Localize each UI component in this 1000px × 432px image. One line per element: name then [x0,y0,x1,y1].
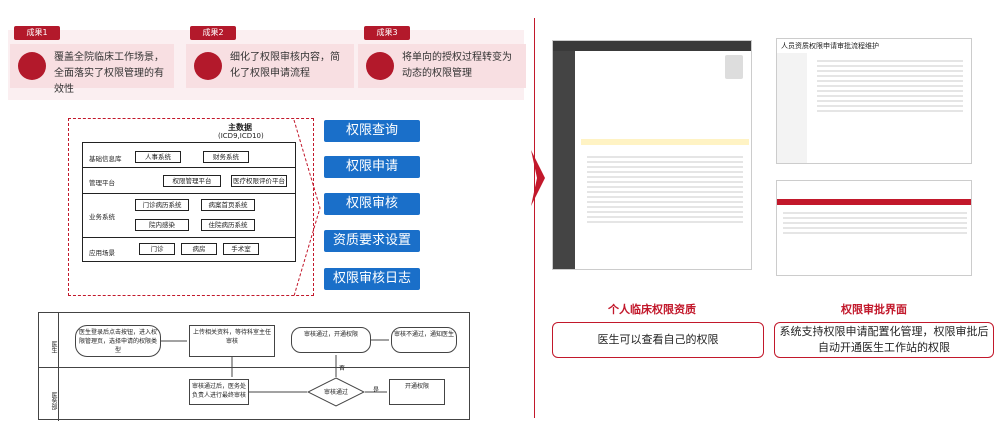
result1-text: 覆盖全院临床工作场景，全面落实了权限管理的有效性 [54,52,164,95]
result2-card: 细化了权限审核内容，简化了权限申请流程 [186,44,354,88]
row-label-platform: 管理平台 [89,179,115,187]
lane-label-2: 医务部 [39,367,59,421]
row-label-business: 业务系统 [89,213,115,221]
row-label-scene: 应用场景 [89,249,115,257]
result1-badge: 成果1 [14,26,60,40]
flow-upload: 上传相关资料，等待科室主任审核 [189,325,275,357]
checklist-icon [194,52,222,80]
btn-permission-review[interactable]: 权限审核 [324,193,420,215]
flow-final-review: 审核通过后，医务处负责人进行最终审核 [189,379,249,405]
result2-badge: 成果2 [190,26,236,40]
architecture-diagram: 基础信息库 人事系统 财务系统 管理平台 权限管理平台 医疗权限评价平台 业务系… [82,142,296,262]
screenshot-personal-permission [552,40,752,270]
result3-card: 将单向的授权过程转变为动态的权限管理 [358,44,526,88]
flow-arrows [161,339,389,393]
result3-badge: 成果3 [364,26,410,40]
divider [83,237,295,238]
flow-open: 审核通过，开通权限 [291,327,371,353]
box-evaluation-platform: 医疗权限评价平台 [231,175,287,187]
divider [83,193,295,194]
doctor-photo [725,55,743,79]
vertical-divider [534,18,535,418]
caption-approval: 权限审批界面 [841,303,907,316]
decision-label: 审核通过 [323,389,348,396]
screenshot-workflow: 人员资质权限申请审批流程维护 [776,38,972,164]
note-approval: 系统支持权限申请配置化管理，权限审批后自动开通医生工作站的权限 [774,322,994,358]
result1-card: 覆盖全院临床工作场景，全面落实了权限管理的有效性 [10,44,174,95]
result3-text: 将单向的授权过程转变为动态的权限管理 [402,52,512,79]
decision-diamond [307,377,365,407]
results-row: 成果1 覆盖全院临床工作场景，全面落实了权限管理的有效性 成果2 细化了权限审核… [8,26,528,100]
btn-permission-apply[interactable]: 权限申请 [324,156,420,178]
chevron-right-icon [531,150,545,206]
btn-review-log[interactable]: 权限审核日志 [324,268,420,290]
flow-diagram: 医生 医务部 医生登录后点击按钮，进入权限管理页，选择申请的权限类型 上传相关资… [38,312,470,421]
row-label-base: 基础信息库 [89,155,122,163]
no-label: 否 [339,365,346,372]
yes-label: 是 [373,387,380,394]
screenshot-approval [776,180,972,276]
box-inpatient-emr: 住院病历系统 [201,219,255,231]
box-or: 手术室 [223,243,259,255]
box-ward: 病房 [181,243,217,255]
main-data-title: 主数据 [228,123,252,132]
pen-icon [18,52,46,80]
divider [83,167,295,168]
main-data-sub: (ICD9,ICD10) [218,132,264,140]
btn-permission-query[interactable]: 权限查询 [324,120,420,142]
flow-notify: 审核不通过，通知医生 [391,327,457,353]
bracket-lines [293,119,321,297]
workflow-title: 人员资质权限申请审批流程维护 [781,42,879,50]
note-personal-permission: 医生可以查看自己的权限 [552,322,764,358]
box-finance-system: 财务系统 [203,151,249,163]
box-clinic: 门诊 [139,243,175,255]
caption-personal-permission: 个人临床权限资质 [608,303,696,316]
flow-start: 医生登录后点击按钮，进入权限管理页，选择申请的权限类型 [75,325,161,357]
architecture-frame [68,118,314,296]
result2-text: 细化了权限审核内容，简化了权限申请流程 [230,52,340,79]
box-case-homepage: 病案首页系统 [201,199,255,211]
lane-divider [39,367,469,368]
lane-label-1: 医生 [39,313,59,367]
box-infection: 院内感染 [135,219,189,231]
box-permission-platform: 权限管理平台 [163,175,221,187]
link-icon [366,52,394,80]
btn-qualification-setting[interactable]: 资质要求设置 [324,230,420,252]
flow-grant: 开通权限 [389,379,445,405]
box-outpatient-emr: 门诊病历系统 [135,199,189,211]
box-hr-system: 人事系统 [135,151,181,163]
